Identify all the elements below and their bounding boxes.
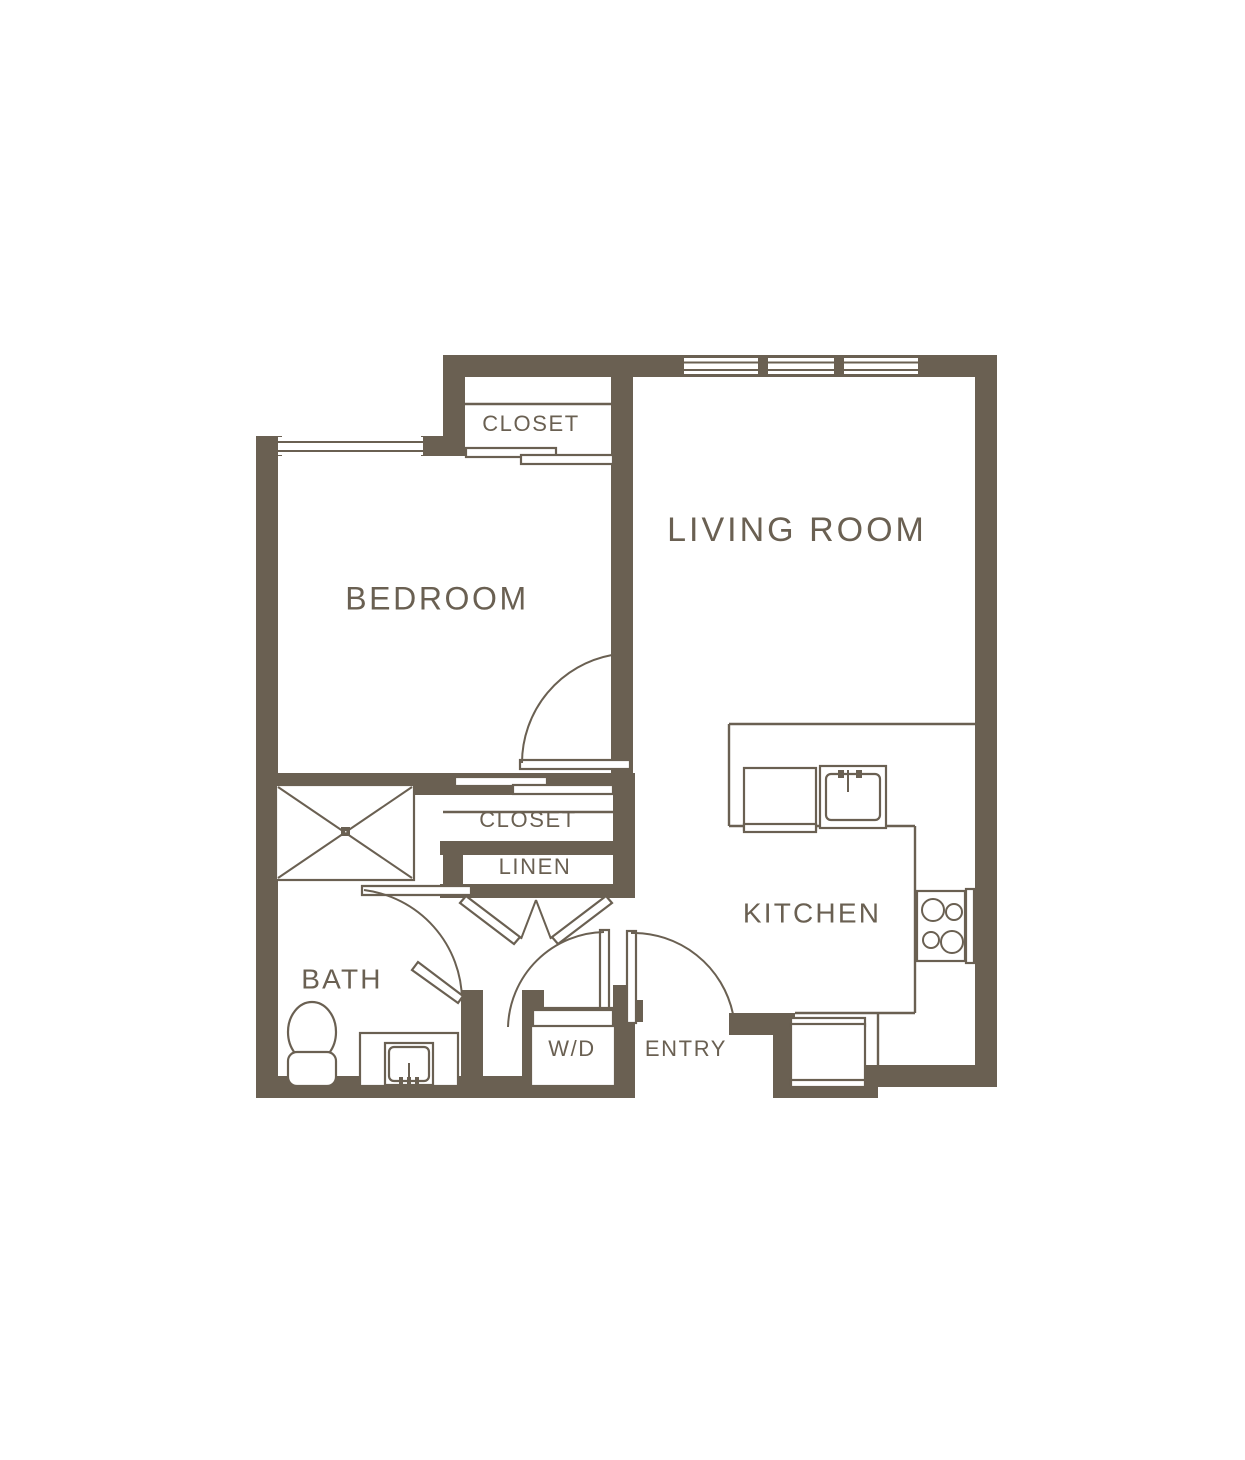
wall-closet-left [443, 355, 465, 453]
label-bath: BATH [301, 963, 382, 994]
entry-door[interactable] [625, 929, 734, 1025]
bath-fixtures [274, 783, 460, 1088]
wall-bath-right-stub [461, 990, 483, 1098]
label-living-room: LIVING ROOM [667, 511, 927, 549]
dishwasher [789, 1016, 867, 1089]
bath-door[interactable] [360, 884, 473, 1005]
wall-right-exterior [975, 355, 997, 1087]
wall-linen-left-jamb [443, 841, 463, 898]
windows [278, 358, 918, 455]
wall-closet-linen [440, 841, 635, 855]
wall-bath-left [256, 773, 278, 1098]
toilet [286, 1000, 338, 1088]
refrigerator [742, 766, 818, 834]
bedroom-window [278, 437, 423, 455]
range-cooktop [915, 887, 976, 965]
living-window-1 [684, 358, 758, 374]
label-washer-dryer: W/D [548, 1036, 596, 1061]
wall-kitchen-bottom-b [866, 1065, 997, 1087]
label-entry: ENTRY [645, 1036, 727, 1061]
vanity-sink [358, 1031, 460, 1088]
label-bedroom: BEDROOM [345, 580, 529, 616]
label-closet-top: CLOSET [482, 411, 580, 436]
washer-dryer-unit [529, 1006, 617, 1088]
kitchen-fixtures [727, 722, 976, 1089]
kitchen-sink [818, 764, 888, 830]
closet-top-doors[interactable] [464, 446, 615, 466]
room-labels: LIVING ROOM BEDROOM KITCHEN BATH ENTRY C… [301, 411, 927, 1061]
living-window-3 [844, 358, 918, 374]
label-kitchen: KITCHEN [743, 897, 881, 928]
wall-linen-bottom [440, 884, 635, 898]
living-window-2 [768, 358, 834, 374]
doors [360, 654, 734, 1028]
wall-bedroom-top-left [256, 436, 282, 456]
closet-hall-doors[interactable] [453, 775, 615, 796]
label-linen: LINEN [499, 854, 572, 879]
wall-closet-living [611, 355, 633, 773]
wall-bedroom-left [256, 436, 278, 781]
bedroom-door[interactable] [518, 654, 632, 771]
closet-details [443, 402, 635, 814]
shower [274, 783, 416, 882]
wall-bedroom-top-right [421, 436, 465, 456]
linen-doors[interactable] [458, 894, 614, 946]
label-closet-hall: CLOSET [479, 807, 577, 832]
wall-hall-right-upper [613, 773, 635, 898]
